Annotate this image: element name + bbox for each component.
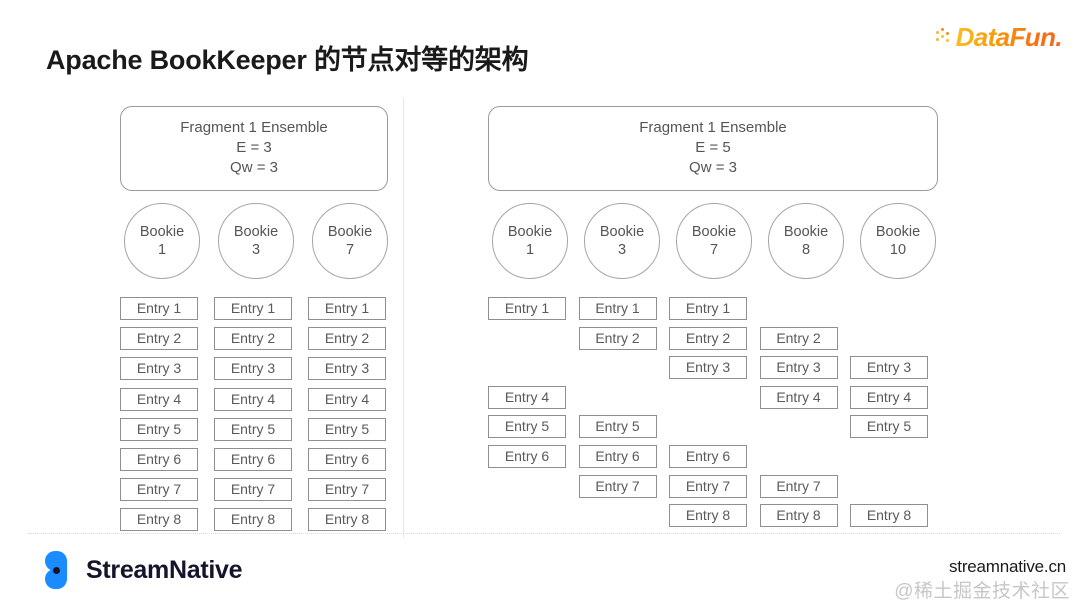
ensemble-box-left: Fragment 1 Ensemble E = 3 Qw = 3 bbox=[120, 106, 388, 191]
entry-box[interactable]: Entry 4 bbox=[488, 385, 566, 409]
entry-box[interactable]: Entry 2 bbox=[308, 327, 386, 351]
entry-box[interactable]: Entry 3 bbox=[669, 356, 747, 380]
entry-box[interactable]: Entry 5 bbox=[214, 417, 292, 441]
bookie-node[interactable]: Bookie 7 bbox=[676, 203, 752, 279]
entry-box[interactable]: Entry 2 bbox=[578, 326, 657, 350]
entry-box[interactable]: Entry 3 bbox=[214, 357, 292, 381]
streamnative-wordmark: StreamNative bbox=[86, 555, 243, 584]
entry-box[interactable]: Entry 4 bbox=[850, 385, 928, 409]
datafun-logo-text: DataFun. bbox=[955, 22, 1063, 52]
bookie-row-right: Bookie 1 Bookie 3 Bookie 7 Bookie 8 Book… bbox=[488, 203, 938, 279]
datafun-logo: DataFun. bbox=[935, 22, 1063, 52]
bookie-id: 1 bbox=[525, 242, 535, 258]
entry-box[interactable]: Entry 1 bbox=[578, 297, 657, 320]
entry-box[interactable]: Entry 5 bbox=[120, 417, 198, 441]
ensemble-qw-value: Qw = 3 bbox=[230, 159, 278, 176]
entry-box[interactable]: Entry 6 bbox=[488, 445, 566, 468]
entry-box[interactable]: Entry 8 bbox=[759, 504, 838, 528]
entry-box[interactable]: Entry 4 bbox=[308, 387, 386, 411]
bookie-node[interactable]: Bookie 3 bbox=[584, 203, 660, 279]
entry-box[interactable]: Entry 8 bbox=[120, 508, 198, 532]
entry-box[interactable]: Entry 1 bbox=[214, 297, 292, 320]
entry-box[interactable]: Entry 5 bbox=[488, 415, 566, 439]
entry-box[interactable]: Entry 2 bbox=[759, 326, 838, 350]
entry-box[interactable]: Entry 6 bbox=[578, 445, 657, 468]
footer-url: streamnative.cn bbox=[949, 557, 1066, 576]
entry-box[interactable]: Entry 7 bbox=[120, 478, 198, 502]
entry-box[interactable]: Entry 1 bbox=[120, 297, 198, 320]
bookie-node[interactable]: Bookie 8 bbox=[768, 203, 844, 279]
entry-box[interactable]: Entry 5 bbox=[850, 415, 928, 439]
streamnative-logo: StreamNative bbox=[40, 551, 243, 589]
entry-box[interactable]: Entry 4 bbox=[120, 387, 198, 411]
bookie-id: 1 bbox=[157, 242, 167, 258]
bookie-node[interactable]: Bookie 10 bbox=[860, 203, 936, 279]
bookie-label: Bookie bbox=[139, 224, 185, 240]
entry-box[interactable]: Entry 2 bbox=[669, 326, 747, 350]
entry-box[interactable]: Entry 7 bbox=[214, 478, 292, 502]
ensemble-e-value: E = 3 bbox=[236, 139, 272, 156]
bookie-label: Bookie bbox=[875, 224, 921, 240]
entry-box[interactable]: Entry 1 bbox=[308, 297, 386, 320]
bookie-id: 8 bbox=[801, 242, 811, 258]
panel-divider bbox=[403, 98, 404, 538]
bookie-node[interactable]: Bookie 1 bbox=[492, 203, 568, 279]
bookie-label: Bookie bbox=[507, 224, 553, 240]
diagram-left: Fragment 1 Ensemble E = 3 Qw = 3 Bookie … bbox=[120, 106, 388, 537]
entry-box[interactable]: Entry 7 bbox=[578, 474, 657, 498]
entry-box[interactable]: Entry 3 bbox=[308, 357, 386, 381]
entry-box[interactable]: Entry 8 bbox=[308, 508, 386, 532]
entry-box[interactable]: Entry 8 bbox=[850, 504, 928, 528]
ensemble-title: Fragment 1 Ensemble bbox=[180, 119, 328, 136]
entry-box[interactable]: Entry 3 bbox=[759, 356, 838, 380]
entry-box[interactable]: Entry 1 bbox=[488, 297, 566, 320]
entry-box[interactable]: Entry 6 bbox=[214, 448, 292, 471]
bookie-label: Bookie bbox=[783, 224, 829, 240]
entry-box[interactable]: Entry 1 bbox=[669, 297, 747, 320]
bookie-row-left: Bookie 1 Bookie 3 Bookie 7 bbox=[120, 203, 388, 279]
entry-box[interactable]: Entry 3 bbox=[850, 356, 928, 380]
bookie-id: 3 bbox=[251, 242, 261, 258]
ensemble-qw-value: Qw = 3 bbox=[689, 159, 737, 176]
entry-box[interactable]: Entry 6 bbox=[308, 448, 386, 471]
footer-divider bbox=[28, 533, 1060, 535]
streamnative-mark-icon bbox=[40, 551, 74, 589]
entry-box[interactable]: Entry 8 bbox=[669, 504, 747, 528]
bookie-node[interactable]: Bookie 7 bbox=[312, 203, 388, 279]
entry-box[interactable]: Entry 7 bbox=[759, 474, 838, 498]
bookie-id: 7 bbox=[709, 242, 719, 258]
bookie-label: Bookie bbox=[233, 224, 279, 240]
entry-box[interactable]: Entry 4 bbox=[759, 385, 838, 409]
entry-grid-right: Entry 1 Entry 4 Entry 5 Entry 6 Entry 1 Entry… bbox=[488, 297, 938, 537]
entry-grid-left: Entry 1 Entry 2 Entry 3 Entry 4 Entry 5 Entry… bbox=[120, 297, 388, 537]
diagram-right: Fragment 1 Ensemble E = 5 Qw = 3 Bookie … bbox=[488, 106, 938, 537]
watermark-text: @稀土掘金技术社区 bbox=[894, 581, 1070, 602]
entry-box[interactable]: Entry 4 bbox=[214, 387, 292, 411]
bookie-node[interactable]: Bookie 1 bbox=[124, 203, 200, 279]
datafun-dots-icon bbox=[935, 27, 955, 47]
entry-box[interactable]: Entry 2 bbox=[214, 327, 292, 351]
entry-box[interactable]: Entry 8 bbox=[214, 508, 292, 532]
bookie-node[interactable]: Bookie 3 bbox=[218, 203, 294, 279]
entry-box[interactable]: Entry 6 bbox=[120, 448, 198, 471]
ensemble-box-right: Fragment 1 Ensemble E = 5 Qw = 3 bbox=[488, 106, 938, 191]
bookie-label: Bookie bbox=[599, 224, 645, 240]
entry-box[interactable]: Entry 2 bbox=[120, 327, 198, 351]
ensemble-e-value: E = 5 bbox=[695, 139, 731, 156]
bookie-id: 3 bbox=[617, 242, 627, 258]
entry-box[interactable]: Entry 5 bbox=[308, 417, 386, 441]
entry-box[interactable]: Entry 7 bbox=[669, 474, 747, 498]
bookie-label: Bookie bbox=[691, 224, 737, 240]
bookie-id: 7 bbox=[345, 242, 355, 258]
entry-box[interactable]: Entry 5 bbox=[578, 415, 657, 439]
ensemble-title: Fragment 1 Ensemble bbox=[639, 119, 787, 136]
entry-box[interactable]: Entry 7 bbox=[308, 478, 386, 502]
entry-box[interactable]: Entry 6 bbox=[669, 445, 747, 468]
page-title: Apache BookKeeper 的节点对等的架构 bbox=[46, 45, 529, 75]
bookie-label: Bookie bbox=[327, 224, 373, 240]
entry-box[interactable]: Entry 3 bbox=[120, 357, 198, 381]
bookie-id: 10 bbox=[889, 242, 907, 258]
